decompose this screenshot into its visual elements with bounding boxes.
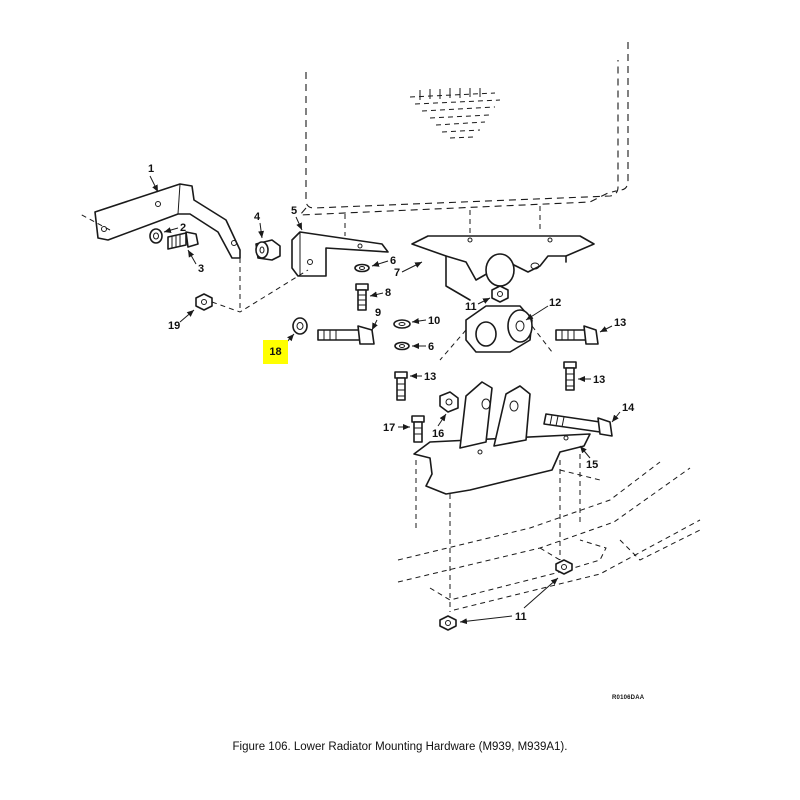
callout-19: 19 [168, 309, 195, 332]
radiator-outline [298, 42, 629, 236]
svg-text:17: 17 [383, 422, 395, 434]
callout-13-right: 13 [599, 317, 626, 333]
svg-text:10: 10 [428, 315, 440, 327]
callout-13-vertical: 13 [578, 374, 605, 386]
part-6-washer-lower [394, 341, 410, 351]
part-11-nut-lower-left [439, 615, 457, 631]
svg-text:4: 4 [254, 211, 261, 223]
svg-text:7: 7 [394, 267, 400, 279]
part-13-bolt-vertical [563, 361, 577, 391]
radiator-core-texture [409, 88, 501, 139]
part-19-nut [195, 293, 213, 311]
callout-1: 1 [148, 163, 159, 193]
part-5-angle-bracket [291, 231, 389, 277]
callout-9: 9 [371, 307, 381, 331]
callout-12: 12 [525, 297, 561, 321]
svg-text:15: 15 [586, 459, 598, 471]
callout-13-center: 13 [410, 371, 436, 383]
svg-text:3: 3 [198, 263, 204, 275]
svg-text:14: 14 [622, 402, 635, 414]
part-14-long-bolt [543, 413, 613, 437]
figure-caption: Figure 106. Lower Radiator Mounting Hard… [232, 741, 568, 753]
callout-7: 7 [394, 261, 423, 279]
svg-text:13: 13 [614, 317, 626, 329]
callout-11-lower: 11 [459, 577, 559, 625]
part-11-nut-upper [491, 285, 509, 303]
part-18-lockwasher [292, 317, 308, 335]
part-1-bracket [94, 183, 241, 259]
svg-text:12: 12 [549, 297, 561, 309]
svg-text:8: 8 [385, 287, 391, 299]
callout-3: 3 [187, 249, 204, 275]
part-3-bolt [167, 231, 199, 250]
svg-text:1: 1 [148, 163, 154, 175]
callout-8: 8 [369, 287, 391, 299]
part-4-bushing [255, 239, 281, 261]
svg-text:19: 19 [168, 320, 180, 332]
callout-18-label: 18 [269, 346, 282, 358]
callout-16: 16 [432, 413, 447, 440]
callout-10: 10 [411, 315, 440, 327]
part-11-nut-lower-right [555, 559, 573, 575]
callout-11-upper: 11 [465, 297, 491, 313]
svg-text:9: 9 [375, 307, 381, 319]
part-16-nut [439, 391, 459, 413]
svg-text:5: 5 [291, 205, 297, 217]
part-8-bolt [355, 283, 369, 311]
part-10-washer [393, 319, 411, 329]
part-12-isolator [465, 305, 533, 353]
part-2-washer [149, 228, 163, 244]
callout-6-lower: 6 [412, 341, 434, 353]
callout-17: 17 [383, 422, 410, 434]
callout-18-highlight [263, 340, 288, 364]
svg-text:11: 11 [515, 611, 527, 623]
part-6-washer-upper [354, 263, 370, 273]
part-13-bolt-center [394, 371, 408, 401]
svg-text:13: 13 [424, 371, 436, 383]
part-7-upper-mount [411, 235, 595, 301]
callout-5: 5 [291, 205, 303, 231]
part-13-bolt-right [555, 325, 599, 345]
frame-rail-outline [397, 454, 701, 612]
callout-6-upper: 6 [371, 255, 396, 267]
svg-text:2: 2 [180, 222, 186, 234]
svg-text:11: 11 [465, 301, 477, 313]
svg-text:13: 13 [593, 374, 605, 386]
part-9-bolt [317, 325, 375, 345]
callout-2: 2 [163, 222, 186, 234]
callout-14: 14 [611, 402, 635, 423]
svg-text:16: 16 [432, 428, 444, 440]
part-17-bolt [411, 415, 425, 443]
callout-15: 15 [579, 445, 598, 471]
callout-4: 4 [254, 211, 265, 239]
svg-text:6: 6 [390, 255, 396, 267]
part-15-lower-bracket [413, 381, 591, 495]
figure-code: R0106DAA [612, 695, 645, 701]
svg-text:6: 6 [428, 341, 434, 353]
